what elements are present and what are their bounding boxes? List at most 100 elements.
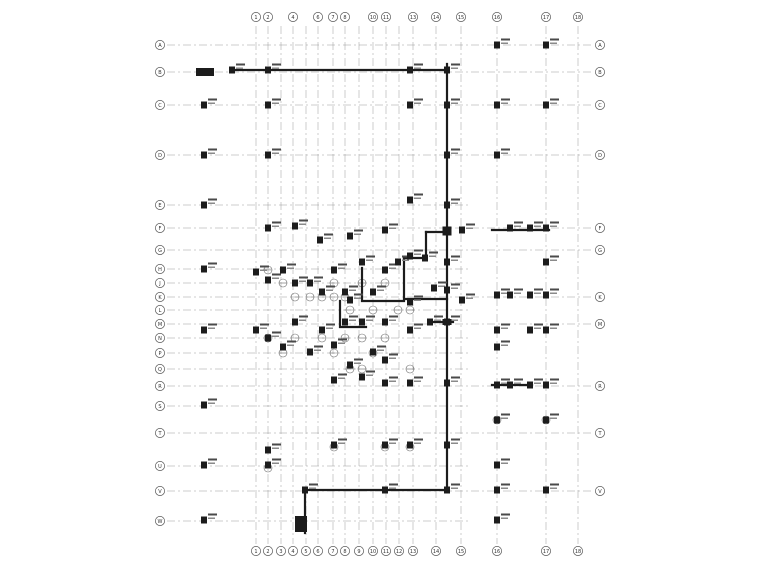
column-marker (302, 486, 308, 494)
grid-bubble (595, 150, 605, 160)
column-marker (201, 401, 207, 409)
column-marker (507, 381, 513, 389)
column-size-mark (389, 380, 396, 382)
grid-bubble-label: W (158, 519, 163, 525)
column-label-mark (299, 276, 308, 279)
column-marker (494, 291, 500, 299)
grid-bubble-label: 2 (266, 15, 269, 21)
column-size-mark (272, 67, 279, 69)
grid-bubble-label: 6 (316, 15, 319, 21)
column-marker (543, 291, 549, 299)
column-size-mark (451, 442, 458, 444)
column-marker (370, 288, 376, 296)
grid-bubble-label: 16 (494, 549, 500, 555)
grid-bubble (573, 12, 583, 22)
grid-bubble (288, 546, 298, 556)
grid-bubble (595, 486, 605, 496)
column-label-mark (208, 513, 217, 516)
column-marker (265, 446, 271, 454)
column-label-mark (451, 255, 460, 258)
grid-bubble-label: Q (158, 367, 162, 373)
grid-bubble (368, 546, 378, 556)
column-marker (307, 348, 313, 356)
column-marker (543, 486, 549, 494)
grid-bubble (155, 333, 165, 343)
column-label-mark (501, 413, 510, 416)
grid-bubble (340, 546, 350, 556)
column-label-mark (208, 398, 217, 401)
grid-bubble (456, 546, 466, 556)
column-marker (382, 226, 388, 234)
column-size-mark (429, 255, 436, 257)
column-marker (265, 461, 271, 469)
column-size-mark (389, 319, 396, 321)
column-marker (253, 326, 259, 334)
column-label-mark (377, 345, 386, 348)
column-size-mark (272, 335, 279, 337)
column-marker (407, 379, 413, 387)
column-label-mark (208, 323, 217, 326)
column-marker (382, 379, 388, 387)
grid-bubble-label: S (158, 404, 161, 410)
column-marker (444, 66, 450, 74)
grid-bubble (155, 100, 165, 110)
column-marker (527, 326, 533, 334)
grid-bubble (573, 546, 583, 556)
column-size-mark (338, 442, 345, 444)
column-label-mark (299, 315, 308, 318)
column-size-mark (272, 225, 279, 227)
column-marker (459, 296, 465, 304)
column-label-mark (550, 323, 559, 326)
column-size-mark (534, 382, 541, 384)
column-marker (292, 318, 298, 326)
grid-bubble-label: 8 (343, 15, 346, 21)
column-marker (395, 258, 401, 266)
column-size-mark (438, 285, 445, 287)
column-marker (527, 381, 533, 389)
column-marker (201, 151, 207, 159)
column-label-mark (272, 148, 281, 151)
column-size-mark (208, 402, 215, 404)
grid-bubble-label: 10 (370, 15, 376, 21)
column-marker (280, 266, 286, 274)
grid-bubble-label: H (158, 267, 162, 273)
grid-bubble-label: V (158, 489, 162, 495)
column-marker (342, 288, 348, 296)
grid-bubble (155, 264, 165, 274)
grid-bubble (263, 12, 273, 22)
column-label-mark (208, 98, 217, 101)
grid-bubble-label: 3 (279, 549, 282, 555)
column-size-mark (434, 319, 441, 321)
grid-bubble-label: G (158, 248, 162, 254)
column-marker (292, 279, 298, 287)
grid-bubble (155, 428, 165, 438)
column-label-mark (272, 98, 281, 101)
column-marker (370, 348, 376, 356)
column-size-mark (501, 344, 508, 346)
column-size-mark (414, 67, 421, 69)
column-size-mark (354, 297, 361, 299)
column-marker (201, 461, 207, 469)
column-marker (527, 291, 533, 299)
column-size-mark (550, 259, 557, 261)
column-marker (444, 201, 450, 209)
grid-bubble-label: M (598, 322, 602, 328)
grid-bubble (155, 305, 165, 315)
column-size-mark (550, 487, 557, 489)
column-size-mark (414, 102, 421, 104)
grid-bubble-label: K (598, 295, 602, 301)
column-label-mark (272, 331, 281, 334)
column-size-mark (326, 327, 333, 329)
column-marker (543, 101, 549, 109)
column-label-mark (534, 221, 543, 224)
wall-pier-blob (196, 68, 214, 76)
grid-bubble (595, 381, 605, 391)
column-label-mark (501, 513, 510, 516)
column-size-mark (260, 269, 267, 271)
column-label-mark (414, 438, 423, 441)
grid-bubble-label: T (157, 431, 162, 437)
column-marker (543, 224, 549, 232)
grid-bubble-label: 11 (383, 15, 389, 21)
column-size-mark (550, 327, 557, 329)
column-size-mark (314, 280, 321, 282)
